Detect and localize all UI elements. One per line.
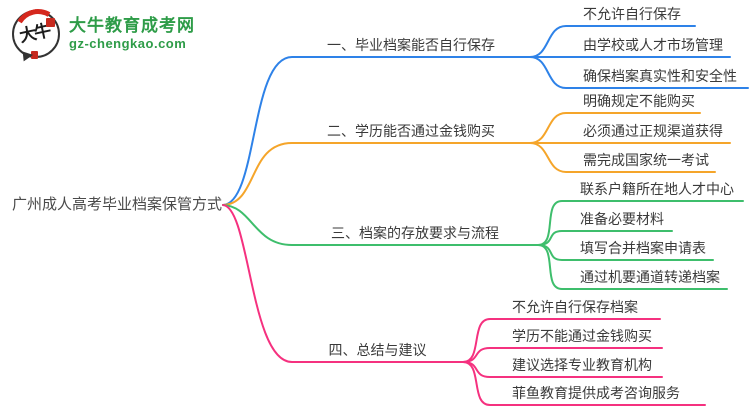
branch-4-trunk-line (222, 204, 464, 363)
logo-seal-stamp-icon (46, 18, 55, 27)
branch-3-label: 三、档案的存放要求与流程 (331, 225, 499, 241)
branch-4-child-1: 不允许自行保存档案 (512, 299, 638, 315)
branch-4-child-1-line (462, 318, 661, 363)
branch-4-child-4: 菲鱼教育提供成考咨询服务 (512, 385, 680, 401)
branch-1-child-3: 确保档案真实性和安全性 (583, 68, 737, 84)
branch-2-child-2: 必须通过正规渠道获得 (583, 123, 723, 139)
site-url: gz-chengkao.com (69, 36, 187, 51)
branch-1-child-1: 不允许自行保存 (583, 6, 681, 22)
logo-small-seal-icon (31, 51, 38, 59)
branch-2-child-1: 明确规定不能购买 (583, 93, 695, 109)
branch-3-trunk-line (222, 204, 539, 246)
branch-3-child-4-line (537, 244, 728, 290)
branch-4-label: 四、总结与建议 (328, 342, 427, 358)
branch-3-child-4: 通过机要通道转递档案 (580, 269, 720, 285)
branch-2-child-1-line (529, 112, 701, 144)
branch-4-child-2: 学历不能通过金钱购买 (512, 328, 652, 344)
branch-2-child-3-line (529, 142, 716, 173)
branch-1-trunk-line (222, 56, 531, 206)
logo-text-block: 大牛教育成考网 gz-chengkao.com (69, 16, 195, 52)
branch-3-child-3: 填写合并档案申请表 (580, 240, 706, 256)
branch-3-child-1: 联系户籍所在地人才中心 (580, 181, 734, 197)
branch-3-child-2: 准备必要材料 (580, 211, 664, 227)
branch-4-child-4-line (462, 361, 706, 406)
branch-2-trunk-line (222, 142, 531, 206)
branch-2-child-3: 需完成国家统一考试 (583, 152, 709, 168)
branch-4-child-3: 建议选择专业教育机构 (512, 357, 652, 373)
branch-2-label: 二、学历能否通过金钱购买 (327, 123, 495, 139)
branch-1-child-2: 由学校或人才市场管理 (583, 37, 723, 53)
branch-3-child-1-line (537, 200, 744, 246)
root-node: 广州成人高考毕业档案保管方式 (12, 196, 223, 213)
branch-1-label: 一、毕业档案能否自行保存 (327, 37, 495, 53)
site-name: 大牛教育成考网 (69, 16, 195, 35)
branch-1-child-3-line (529, 56, 749, 89)
logo-ox-emblem: 大牛 (8, 3, 68, 64)
branch-1-child-1-line (529, 25, 696, 58)
site-logo[interactable]: 大牛 大牛教育成考网 gz-chengkao.com (8, 3, 195, 64)
